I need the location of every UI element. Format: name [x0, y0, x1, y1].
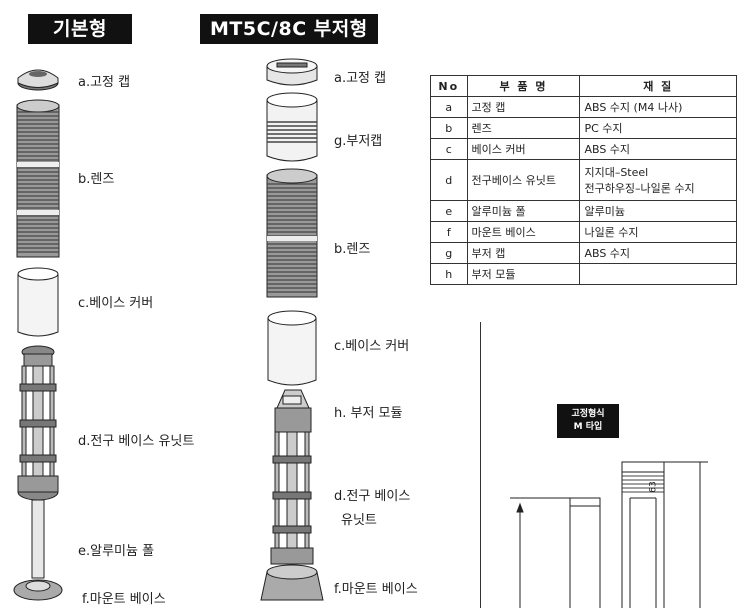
header-basic: 기본형 — [28, 14, 132, 44]
label-buzzer-lens: b.렌즈 — [334, 242, 371, 257]
bulb-base-unit-illustration — [17, 345, 59, 501]
label-buzzer-top-cap: g.부저캡 — [334, 134, 383, 149]
label-basic-mount-base: f.마운트 베이스 — [82, 592, 166, 607]
buzzer-top-cap-illustration — [266, 92, 318, 162]
label-basic-lens: b.렌즈 — [78, 172, 115, 187]
material-line-2: 전구하우징–나일론 수지 — [584, 182, 695, 195]
material-line-1: 지지대–Steel — [584, 166, 649, 179]
table-row: e 알루미늄 폴 알루미늄 — [430, 200, 737, 222]
drawing-frame-left — [480, 322, 481, 608]
mount-type-badge: 고정형식 M 타입 — [557, 404, 619, 438]
base-cover-illustration — [17, 267, 59, 337]
buzzer-parts-illustration — [260, 58, 324, 601]
label-buzzer-mount-base: f.마운트 베이스 — [334, 582, 418, 597]
buzzer-lens-illustration — [266, 168, 318, 298]
table-row: f 마운트 베이스 나일론 수지 — [430, 221, 737, 243]
aluminum-pole-illustration — [31, 499, 45, 579]
label-basic-bulb-unit: d.전구 베이스 유닛트 — [78, 434, 195, 449]
table-header-row: No 부 품 명 재 질 — [430, 75, 737, 97]
table-row: d 전구베이스 유닛트 지지대–Steel 전구하우징–나일론 수지 — [430, 159, 737, 201]
buzzer-bulb-unit-illustration — [270, 431, 314, 565]
tower-outline-right — [621, 461, 708, 608]
dimension-63: 63 — [648, 481, 659, 493]
buzzer-cap-illustration — [266, 58, 318, 86]
col-no: No — [430, 75, 468, 97]
label-buzzer-cap: a.고정 캡 — [334, 71, 387, 86]
col-part-name: 부 품 명 — [466, 75, 581, 97]
buzzer-mount-base-illustration — [260, 564, 324, 601]
mount-dimension-drawing — [510, 461, 708, 608]
buzzer-module-illustration — [274, 389, 312, 433]
col-material: 재 질 — [579, 75, 737, 97]
label-buzzer-bulb-unit-2: 유닛트 — [341, 513, 377, 528]
table-row: c 베이스 커버 ABS 수지 — [430, 138, 737, 160]
table-row: g 부저 캡 ABS 수지 — [430, 242, 737, 264]
label-basic-pole: e.알루미늄 폴 — [78, 544, 155, 559]
label-buzzer-module: h. 부저 모듈 — [334, 406, 403, 421]
label-buzzer-bulb-unit-1: d.전구 베이스 — [334, 489, 411, 504]
mount-base-illustration — [13, 579, 63, 601]
badge-line-2: M 타입 — [573, 422, 603, 432]
cap-illustration — [17, 69, 59, 91]
table-row: a 고정 캡 ABS 수지 (M4 나사) — [430, 96, 737, 118]
parts-material-table: No 부 품 명 재 질 a 고정 캡 ABS 수지 (M4 나사) b 렌즈 … — [430, 75, 737, 285]
header-buzzer: MT5C/8C 부저형 — [200, 14, 378, 44]
label-buzzer-base-cover: c.베이스 커버 — [334, 339, 410, 354]
table-row: b 렌즈 PC 수지 — [430, 117, 737, 139]
buzzer-base-cover-illustration — [267, 310, 317, 386]
table-row: h 부저 모듈 — [430, 263, 737, 285]
lens-illustration — [16, 99, 60, 258]
tower-outline-left — [510, 497, 601, 608]
label-basic-base-cover: c.베이스 커버 — [78, 296, 154, 311]
badge-line-1: 고정형식 — [571, 409, 605, 419]
basic-parts-illustration — [13, 69, 63, 601]
label-basic-cap: a.고정 캡 — [78, 75, 131, 90]
